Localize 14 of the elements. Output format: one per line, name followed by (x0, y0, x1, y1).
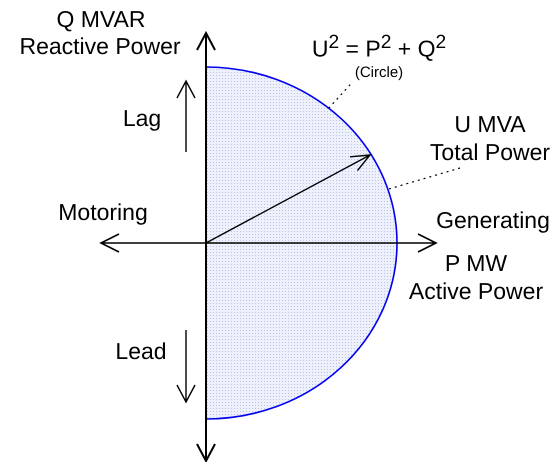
callout-text: U$^{2}$ = P$^{2}$ + Q$^{2}$ (312, 31, 446, 63)
leader-line (388, 167, 460, 190)
callout-note: (Circle) (354, 62, 404, 83)
axis-label: Reactive Power (19, 33, 181, 59)
callout-text: U MVA (453, 110, 527, 138)
axis-label: Generating (436, 207, 550, 233)
leader-line (328, 84, 351, 109)
axis-label: Lead (115, 338, 167, 364)
axis-label: Motoring (58, 199, 148, 225)
axis-label: Active Power (408, 278, 544, 304)
callout-note: Total Power (430, 138, 550, 166)
axis-label: P MW (444, 250, 508, 276)
axis-label: Q MVAR (56, 6, 146, 32)
axis-label: Lag (122, 105, 162, 131)
